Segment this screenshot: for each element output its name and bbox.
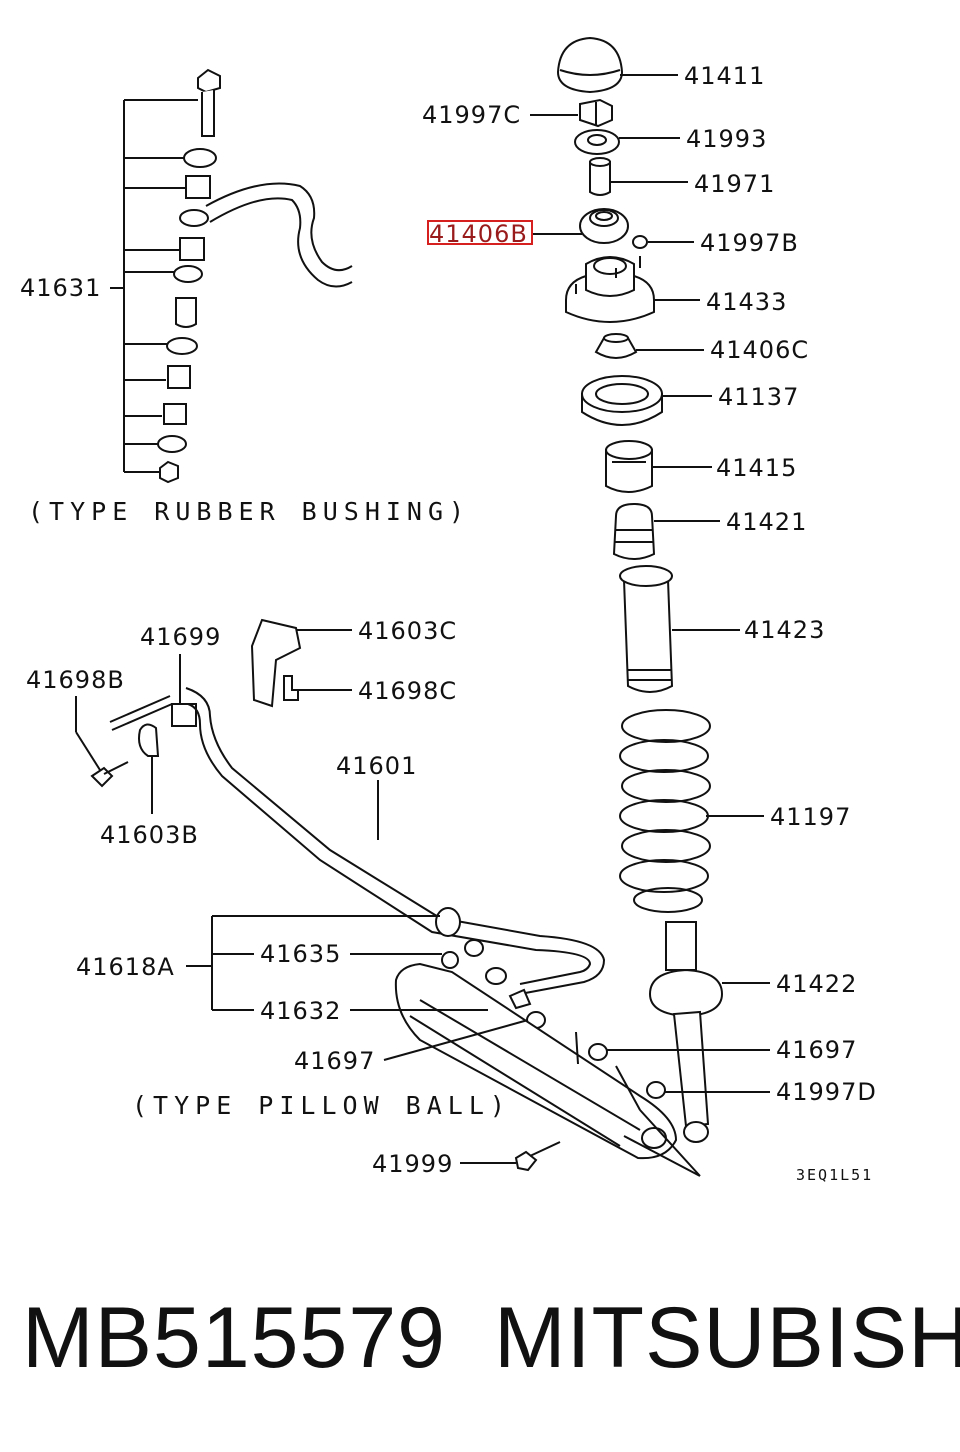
stabilizer-arm-assembly [90, 618, 701, 1177]
rubber-bushing-stack [110, 68, 353, 484]
label-41603B: 41603B [100, 821, 199, 849]
part-number: MB515579 [22, 1290, 446, 1386]
part-41423-dust-cover [619, 565, 674, 693]
label-41406B[interactable]: 41406B [429, 220, 528, 248]
label-41635: 41635 [260, 940, 341, 968]
strut-assembly [556, 36, 724, 1143]
label-41618A: 41618A [76, 953, 175, 981]
label-41993: 41993 [686, 125, 767, 153]
part-41406B-bushing [579, 208, 629, 244]
label-41997C: 41997C [422, 101, 521, 129]
label-41197: 41197 [770, 803, 851, 831]
brand-name: MITSUBISHI [494, 1290, 960, 1386]
label-41632: 41632 [260, 997, 341, 1025]
part-41137-spring-seat [581, 375, 663, 426]
part-41411-bump-cap [556, 36, 624, 94]
part-41421-rubber-stopper [612, 502, 656, 560]
part-41993-washer [574, 129, 620, 155]
label-41698B: 41698B [26, 666, 125, 694]
label-41997B: 41997B [700, 229, 799, 257]
label-41137: 41137 [718, 383, 799, 411]
footer: MB515579 MITSUBISHI [0, 1288, 960, 1388]
part-41415-bump-stopper [605, 440, 653, 493]
drawing-code: 3EQ1L51 [796, 1166, 873, 1184]
part-41197-coil-spring [619, 709, 711, 913]
highlight-box-41406B [427, 220, 533, 245]
label-41406C: 41406C [710, 336, 809, 364]
part-41997C-nut [579, 98, 613, 128]
part-41971-collar [589, 157, 611, 196]
part-41422-shock-absorber [648, 921, 724, 1143]
label-41997D: 41997D [776, 1078, 877, 1106]
label-41422: 41422 [776, 970, 857, 998]
label-41415: 41415 [716, 454, 797, 482]
label-41699: 41699 [140, 623, 221, 651]
label-41423: 41423 [744, 616, 825, 644]
part-41997D-nut [646, 1081, 666, 1099]
label-41698C: 41698C [358, 677, 457, 705]
caption-pillow-ball: (TYPE PILLOW BALL) [132, 1091, 511, 1120]
leader-lines [75, 74, 770, 1164]
part-41697-nut-right [588, 1043, 608, 1061]
part-41433-strut-mount [565, 256, 655, 323]
label-41603C: 41603C [358, 617, 457, 645]
label-41411: 41411 [684, 62, 765, 90]
label-41433: 41433 [706, 288, 787, 316]
label-41697-left: 41697 [294, 1047, 375, 1075]
label-41631: 41631 [20, 274, 101, 302]
part-41997B-nut [632, 235, 648, 249]
label-41999: 41999 [372, 1150, 453, 1178]
label-41601: 41601 [336, 752, 417, 780]
caption-rubber-bushing: (TYPE RUBBER BUSHING) [28, 497, 470, 526]
part-41406C-bushing [594, 333, 638, 359]
part-labels: 41411 41997C 41993 41971 41406B 41997B 4… [20, 62, 877, 1184]
label-41971: 41971 [694, 170, 775, 198]
label-41697-right: 41697 [776, 1036, 857, 1064]
label-41421: 41421 [726, 508, 807, 536]
